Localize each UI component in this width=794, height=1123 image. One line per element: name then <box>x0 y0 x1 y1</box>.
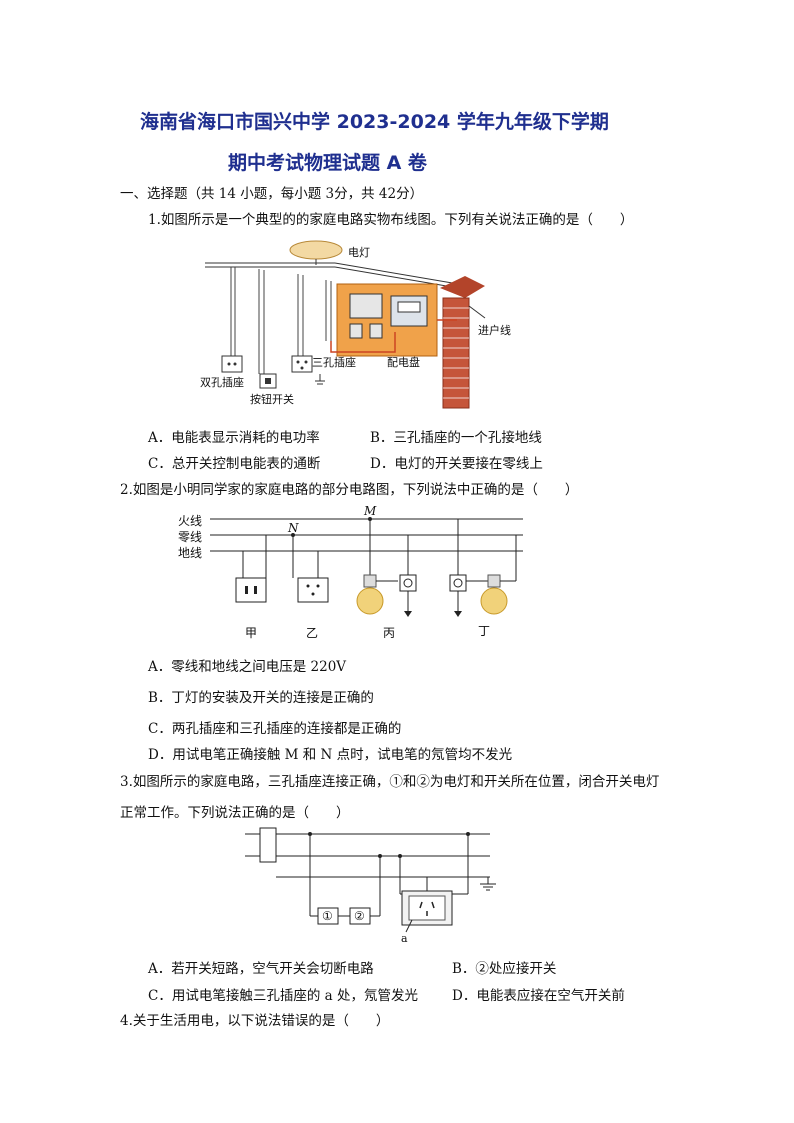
question-3-stem-line1: 3.如图所示的家庭电路，三孔插座连接正确，①和②为电灯和开关所在位置，闭合开关电… <box>120 774 660 790</box>
q1-label-lamp: 电灯 <box>348 246 370 259</box>
question-1-stem: 1.如图所示是一个典型的的家庭电路实物布线图。下列有关说法正确的是（ ） <box>148 212 634 228</box>
q2-label-live: 火线 <box>178 514 203 528</box>
page-title-line1: 海南省海口市国兴中学 2023-2024 学年九年级下学期 <box>140 111 609 133</box>
q3-circuit-diagram <box>245 827 496 933</box>
q2-label-ding: 丁 <box>478 624 491 638</box>
q3-option-d[interactable]: D．电能表应接在空气开关前 <box>452 988 625 1004</box>
q2-option-b[interactable]: B．丁灯的安装及开关的连接是正确的 <box>148 690 374 706</box>
q1-label-three-hole: 三孔插座 <box>312 356 356 369</box>
q1-label-panel: 配电盘 <box>387 356 420 369</box>
q3-label-a: a <box>401 932 408 945</box>
question-4-stem: 4.关于生活用电，以下说法错误的是（ ） <box>120 1013 390 1029</box>
q2-circuit-diagram <box>210 517 523 617</box>
q1-option-c[interactable]: C．总开关控制电能表的通断 <box>148 456 321 472</box>
q1-label-inlet: 进户线 <box>478 324 511 337</box>
q3-option-a[interactable]: A．若开关短路，空气开关会切断电路 <box>148 961 374 977</box>
q2-option-a[interactable]: A．零线和地线之间电压是 220V <box>148 659 347 675</box>
q3-option-b[interactable]: B．②处应接开关 <box>452 961 557 977</box>
q1-option-b[interactable]: B．三孔插座的一个孔接地线 <box>370 430 542 446</box>
q3-option-c[interactable]: C．用试电笔接触三孔插座的 a 处，氖管发光 <box>148 988 418 1004</box>
q1-option-a[interactable]: A．电能表显示消耗的电功率 <box>148 430 320 446</box>
q2-label-m: M <box>364 504 377 518</box>
q1-label-two-hole: 双孔插座 <box>200 376 244 389</box>
q2-label-yi: 乙 <box>306 626 319 640</box>
section-heading: 一、选择题（共 14 小题，每小题 3分，共 42分） <box>120 186 424 202</box>
page-title-line2: 期中考试物理试题 A 卷 <box>228 152 427 174</box>
q2-option-c[interactable]: C．两孔插座和三孔插座的连接都是正确的 <box>148 721 402 737</box>
q3-label-2: ② <box>354 909 365 923</box>
question-2-stem: 2.如图是小明同学家的家庭电路的部分电路图，下列说法中正确的是（ ） <box>120 482 579 498</box>
q2-label-neutral: 零线 <box>178 530 203 544</box>
q1-option-d[interactable]: D．电灯的开关要接在零线上 <box>370 456 543 472</box>
q2-label-bing: 丙 <box>383 626 396 640</box>
q3-label-1: ① <box>322 909 333 923</box>
q2-label-n: N <box>288 521 299 535</box>
q1-wiring-diagram <box>205 240 486 409</box>
q2-label-jia: 甲 <box>245 626 258 640</box>
q2-option-d[interactable]: D．用试电笔正确接触 M 和 N 点时，试电笔的氖管均不发光 <box>148 747 513 763</box>
q1-label-switch: 按钮开关 <box>250 393 294 406</box>
q2-label-ground: 地线 <box>178 546 203 560</box>
question-3-stem-line2: 正常工作。下列说法正确的是（ ） <box>120 805 350 821</box>
